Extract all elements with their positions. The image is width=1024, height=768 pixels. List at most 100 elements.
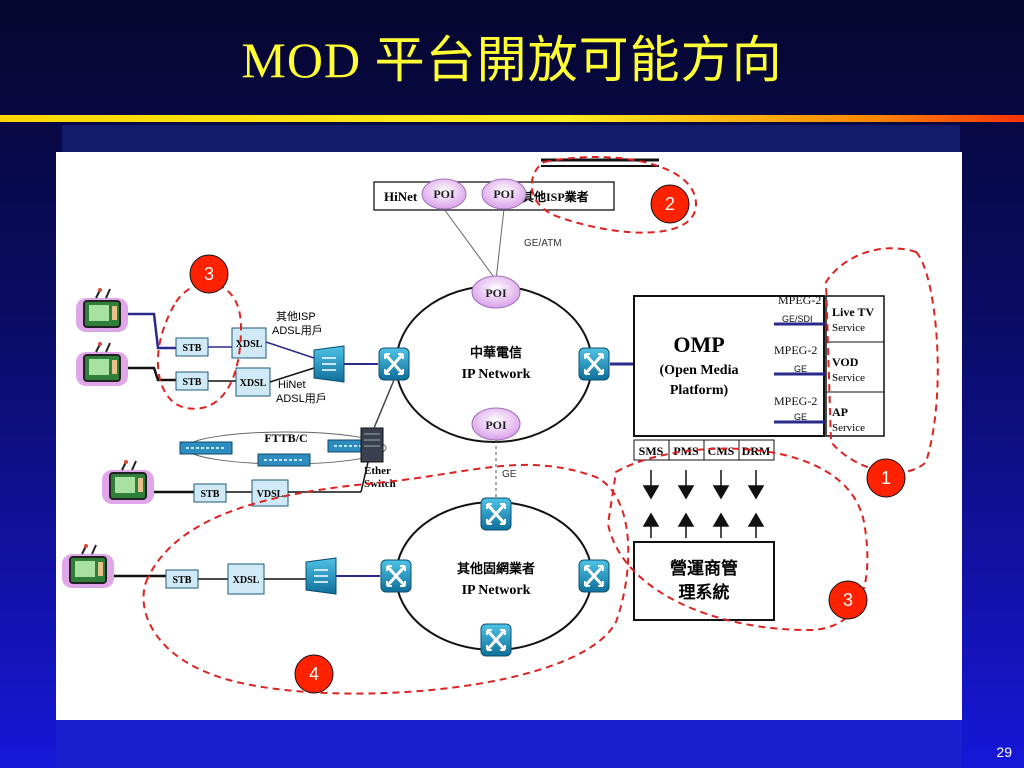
link [128, 366, 176, 382]
network-diagram: HiNet 其他ISP業者 POI POI GE/ATM 中華電信 IP Net… [61, 156, 939, 695]
ether-switch-line2: Switch [364, 478, 396, 490]
svg-text:3: 3 [204, 264, 214, 284]
link [495, 208, 505, 281]
module-drm: DRM [742, 444, 771, 458]
omp-line2: Platform) [670, 383, 729, 398]
vdsl-label: VDSL [257, 489, 284, 500]
marker-2: 2 [650, 184, 690, 224]
marker-3-left: 3 [189, 254, 229, 294]
other-isp-label: 其他ISP業者 [522, 189, 589, 204]
xdsl-box [231, 327, 267, 359]
xdsl-label: XDSL [240, 378, 267, 389]
panel-bottom-band [56, 720, 962, 768]
service-link-sub: GE [794, 412, 807, 422]
service-link-sub: GE/SDI [782, 314, 813, 324]
other-network-type: IP Network [462, 583, 531, 598]
service-desc: Service [832, 322, 865, 334]
aggregation-switch-icon [314, 569, 328, 583]
service-link-label: MPEG-2 [774, 343, 817, 357]
hinet-label: HiNet [384, 189, 418, 204]
header-band [62, 125, 960, 153]
dashed-regions [142, 156, 939, 695]
slide-title: MOD 平台開放可能方向 [241, 32, 783, 88]
link [360, 461, 369, 493]
stb-box [193, 483, 227, 503]
ops-system-line1: 營運商管 [670, 558, 738, 578]
marker-1: 1 [866, 458, 906, 498]
link [373, 379, 395, 429]
region-3-right-outline [606, 447, 869, 632]
svg-text:1: 1 [881, 468, 891, 488]
service-link-label: MPEG-2 [774, 394, 817, 408]
switch-icon [179, 441, 233, 455]
tv-icon [101, 459, 155, 505]
ops-system-line2: 理系統 [679, 582, 730, 602]
poi-label: POI [493, 187, 515, 201]
svg-text:3: 3 [843, 590, 853, 610]
other-isp-adsl-line2: ADSL用戶 [272, 324, 323, 337]
arrow-group [642, 470, 765, 538]
other-network-name: 其他固網業者 [457, 561, 535, 576]
stb-label: STB [183, 343, 202, 354]
ether-switch-icon [364, 433, 380, 447]
diagram-panel: HiNet 其他ISP業者 POI POI GE/ATM 中華電信 IP Net… [56, 152, 962, 720]
stb-label: STB [201, 489, 220, 500]
page-number: 29 [996, 744, 1012, 760]
ge-atm-label: GE/ATM [524, 238, 562, 249]
omp-box [633, 295, 825, 437]
poi-label: POI [433, 187, 455, 201]
service-link-sub: GE [794, 364, 807, 374]
xdsl-label: XDSL [236, 339, 263, 350]
omp-title: OMP [673, 332, 724, 357]
svg-text:4: 4 [309, 664, 319, 684]
service-name: VOD [832, 355, 859, 369]
ge-label: GE [502, 469, 517, 480]
hinet-adsl-line1: HiNet [278, 379, 306, 391]
link [265, 341, 315, 359]
router-icon [377, 346, 411, 382]
module-sms: SMS [639, 444, 664, 458]
service-name: AP [832, 405, 848, 419]
switch-icon [257, 453, 311, 467]
router-icon [577, 558, 611, 594]
router-icon [577, 346, 611, 382]
stb-label: STB [183, 377, 202, 388]
service-link-label: MPEG-2 [778, 293, 821, 307]
stb-label: STB [173, 575, 192, 586]
module-cms: CMS [708, 444, 735, 458]
link [443, 208, 497, 281]
ether-switch-icon [360, 427, 384, 463]
hinet-adsl-line2: ADSL用戶 [276, 392, 327, 405]
region-4-outline [142, 463, 630, 695]
service-name: Live TV [832, 305, 874, 319]
ops-system-box [633, 541, 775, 621]
link [128, 312, 176, 350]
fttb-label: FTTB/C [264, 431, 307, 445]
service-desc: Service [832, 422, 865, 434]
cht-network-type: IP Network [462, 367, 531, 382]
marker-4: 4 [294, 654, 334, 694]
router-icon [379, 558, 413, 594]
ether-switch-line1: Ether [364, 465, 391, 477]
tv-icon [75, 341, 129, 387]
title-underline [0, 115, 1024, 122]
marker-3-right: 3 [828, 580, 868, 620]
omp-line1: (Open Media [660, 363, 739, 378]
svg-text:2: 2 [665, 194, 675, 214]
link [269, 367, 315, 383]
poi-label: POI [485, 286, 507, 300]
cht-network-name: 中華電信 [470, 345, 522, 360]
service-desc: Service [832, 372, 865, 384]
router-icon [479, 622, 513, 658]
poi-label: POI [485, 418, 507, 432]
vdsl-box [251, 479, 289, 507]
poi-cht-top [471, 275, 521, 309]
xdsl-box [227, 563, 265, 595]
aggregation-switch-icon [322, 357, 336, 371]
tv-icon [61, 543, 115, 589]
xdsl-label: XDSL [233, 575, 260, 586]
services-box [825, 295, 885, 437]
router-icon [479, 496, 513, 532]
tv-icon [75, 287, 129, 333]
other-isp-adsl-line1: 其他ISP [276, 310, 316, 323]
